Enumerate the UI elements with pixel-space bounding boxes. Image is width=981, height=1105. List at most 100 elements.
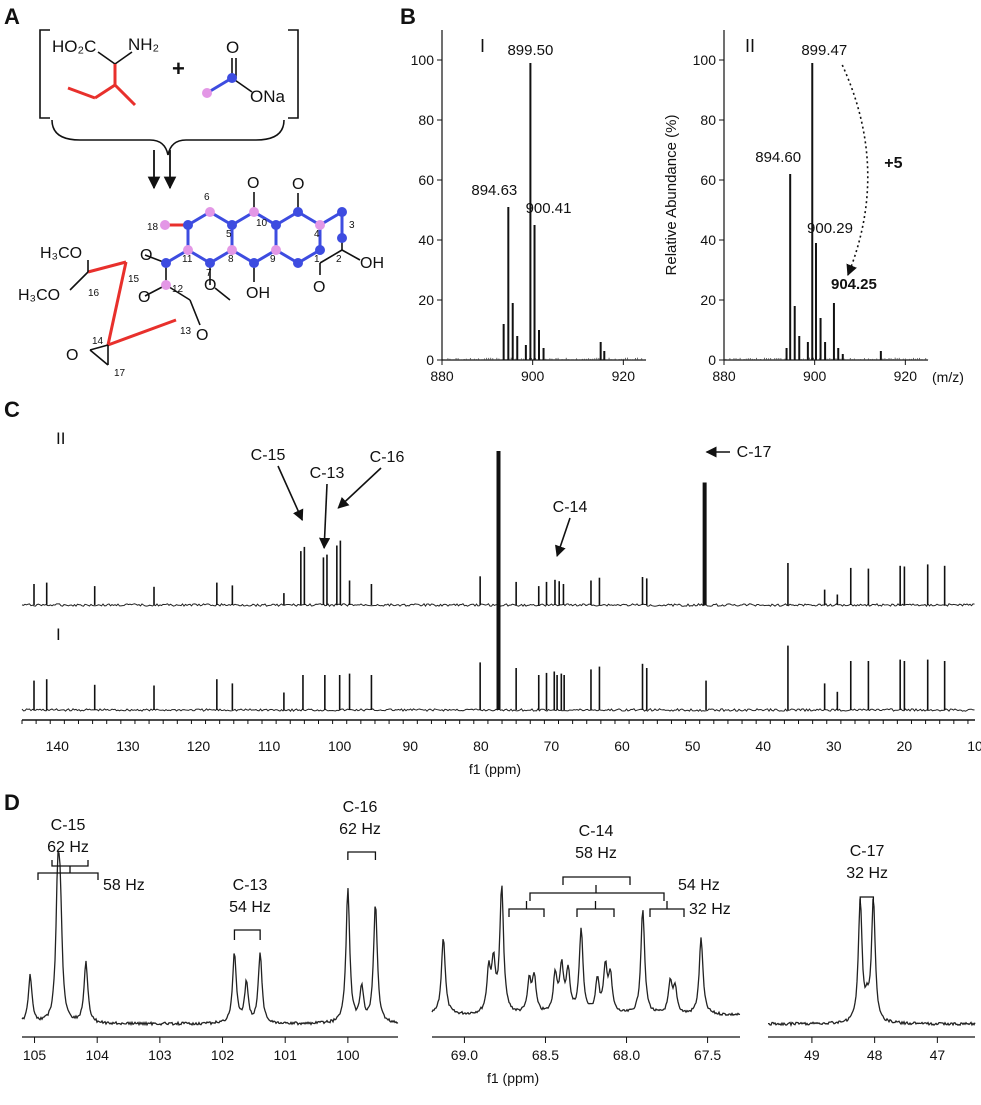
x-tick-label: 30 [826, 738, 842, 754]
x-tick-label: 20 [897, 738, 913, 754]
y-tick-label: 60 [418, 172, 434, 188]
x-tick-label: 48 [867, 1047, 883, 1063]
x-tick-label: 103 [148, 1047, 172, 1063]
coupling-label: 58 Hz [103, 877, 145, 894]
x-tick-label: 68.0 [613, 1047, 640, 1063]
x-tick-label: 70 [544, 738, 560, 754]
x-tick-label: 110 [258, 738, 281, 754]
x-tick-label: 104 [86, 1047, 110, 1063]
svg-text:16: 16 [88, 288, 100, 299]
x-tick-label: 102 [211, 1047, 235, 1063]
y-tick-label: 20 [700, 292, 716, 308]
y-tick-label: 20 [418, 292, 434, 308]
peak-annotation: C-15 [251, 447, 286, 464]
svg-text:9: 9 [270, 254, 276, 265]
cooh-label: HO₂C [52, 37, 96, 56]
svg-text:17: 17 [114, 368, 126, 379]
spectrum-label: II [745, 36, 755, 56]
x-tick-label: 69.0 [451, 1047, 478, 1063]
coupling-label: 32 Hz [689, 901, 731, 918]
svg-text:4: 4 [314, 229, 320, 240]
x-tick-label: 10 [967, 738, 981, 754]
y-tick-label: 60 [700, 172, 716, 188]
x-tick-label: 67.5 [694, 1047, 721, 1063]
y-tick-label: 100 [693, 52, 717, 68]
svg-text:18: 18 [147, 222, 159, 233]
annotation-arrow [337, 467, 382, 509]
svg-text:15: 15 [128, 274, 140, 285]
ona-label: ONa [250, 87, 286, 106]
x-tick-label: 90 [402, 738, 418, 754]
y-tick-label: 100 [411, 52, 435, 68]
svg-text:6: 6 [204, 192, 210, 203]
peak-label: 904.25 [831, 276, 877, 293]
spectrum-label: I [480, 36, 485, 56]
coupling-label: 32 Hz [846, 865, 888, 882]
svg-text:5: 5 [226, 229, 232, 240]
svg-text:8: 8 [228, 254, 234, 265]
peak-label: 894.60 [755, 149, 801, 166]
reactant-amino-acid: HO₂C NH₂ [52, 35, 159, 107]
panel-letter-c: C [4, 397, 20, 422]
peak-annotation: C-14 [553, 499, 588, 516]
x-tick-label: 101 [274, 1047, 298, 1063]
svg-text:13: 13 [180, 326, 192, 337]
coupling-bracket [347, 851, 377, 860]
peak-annotation: C-16 [343, 799, 378, 816]
x-tick-label: 105 [23, 1047, 47, 1063]
product-structure: O O OH O OH H₃CO H₃CO O O O O O 18 6 5 1… [18, 175, 384, 379]
coupling-label: 62 Hz [339, 821, 381, 838]
ring-o-top: O [292, 176, 304, 193]
annotation-arrow [555, 517, 571, 558]
peak-label: 899.47 [801, 42, 847, 59]
peak-annotation: C-15 [51, 817, 86, 834]
x-tick-label: 900 [521, 368, 545, 384]
peak-label: 899.50 [507, 42, 553, 59]
coupling-label: 54 Hz [678, 877, 720, 894]
coupling-bracket [576, 908, 615, 917]
y-tick-label: 0 [426, 352, 434, 368]
peak-annotation: C-13 [310, 465, 345, 482]
svg-text:10: 10 [256, 218, 268, 229]
acetate-o-label: O [226, 38, 239, 57]
coupling-bracket [649, 908, 685, 917]
svg-text:11: 11 [182, 254, 193, 265]
x-tick-label: 120 [187, 738, 211, 754]
x-tick-label: 920 [612, 368, 636, 384]
y-tick-label: 80 [418, 112, 434, 128]
oh-c2: OH [360, 255, 384, 272]
x-tick-label: 68.5 [532, 1047, 559, 1063]
x-tick-label: 880 [712, 368, 736, 384]
coupling-bracket [859, 896, 875, 905]
atom-numbers: 18 6 5 10 4 3 11 7 8 9 1 2 15 16 12 13 1… [88, 192, 355, 379]
coupling-bracket [233, 929, 261, 940]
x-tick-label: 100 [328, 738, 352, 754]
peak-annotation: C-16 [370, 449, 405, 466]
svg-text:3: 3 [349, 220, 355, 231]
annotation-arrow [318, 483, 331, 550]
x-axis-label: f1 (ppm) [487, 1070, 539, 1086]
x-tick-label: 40 [755, 738, 771, 754]
ketone-o: O [313, 279, 325, 296]
svg-text:12: 12 [172, 284, 184, 295]
x-tick-label: 60 [614, 738, 630, 754]
mass-shift-label: +5 [884, 155, 902, 172]
peak-annotation: C-13 [233, 877, 268, 894]
panel-a-scheme: A HO₂C NH₂ + O ONa [4, 4, 384, 379]
peak-annotation: C-17 [737, 444, 772, 461]
nh2-label: NH₂ [128, 35, 159, 54]
y-tick-label: 40 [700, 232, 716, 248]
x-axis-label: f1 (ppm) [469, 761, 521, 777]
acetal-och3-top: H₃CO [40, 245, 82, 262]
left-bracket [39, 29, 50, 119]
svg-text:2: 2 [336, 254, 342, 265]
glycoside-o2: O [138, 289, 150, 306]
x-tick-label: 880 [430, 368, 454, 384]
panel-letter-a: A [4, 4, 20, 29]
